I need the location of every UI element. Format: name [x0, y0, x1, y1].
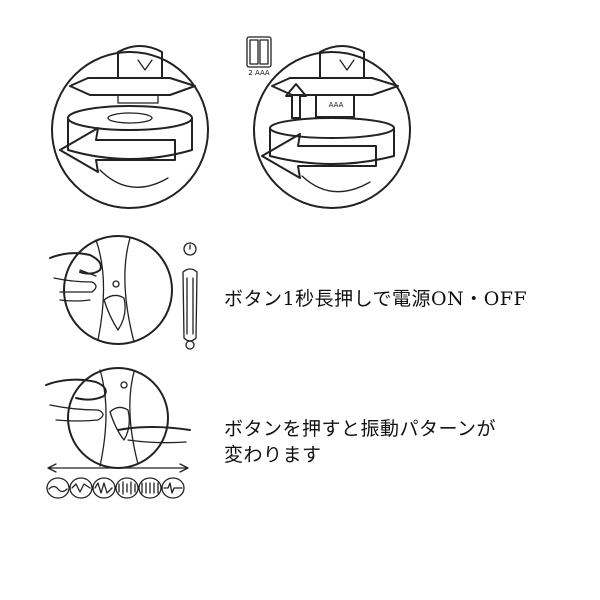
battery-count-label: 2 AAA — [248, 69, 270, 77]
step-2-line-1: ボタンを押すと振動パターンが — [224, 418, 497, 440]
step-2-line-2: 変わります — [224, 444, 322, 466]
step-2-text: ボタンを押すと振動パターンが 変わります — [224, 416, 496, 468]
step-1-text: ボタン1秒長押しで電源ON・OFF — [224, 286, 527, 312]
step-1-line: ボタン1秒長押しで電源ON・OFF — [224, 288, 528, 310]
battery-cell-label: AAA — [328, 101, 344, 109]
